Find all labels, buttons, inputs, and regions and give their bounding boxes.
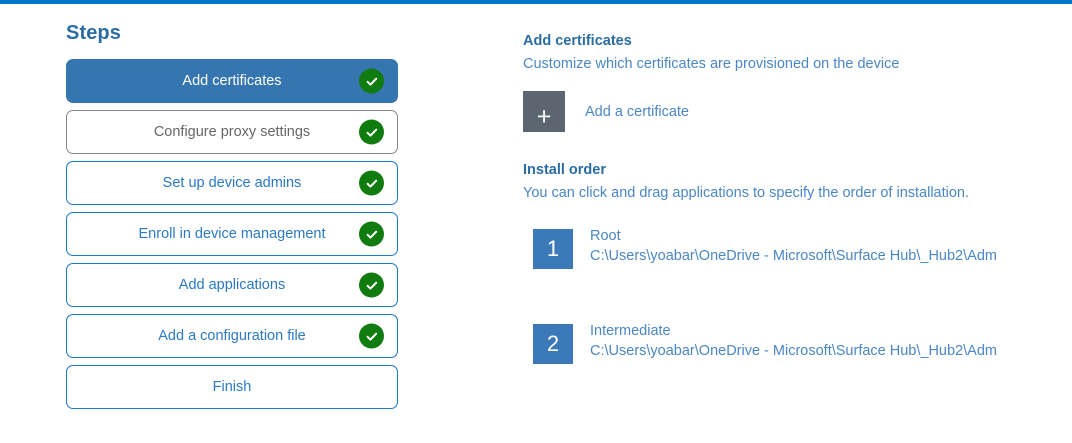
step-label: Set up device admins (162, 174, 302, 191)
check-circle-icon (359, 68, 384, 94)
install-order-subtext: You can click and drag applications to s… (523, 184, 970, 201)
check-circle-icon (359, 323, 384, 349)
step-label: Add applications (178, 276, 286, 293)
step-button-add-certificates[interactable]: Add certificates (66, 59, 398, 103)
check-circle-icon (359, 272, 384, 298)
step-button-set-up-device-admins[interactable]: Set up device admins (66, 161, 398, 205)
order-item-name: Root (590, 228, 621, 245)
step-label: Finish (212, 378, 252, 395)
add-a-certificate-button[interactable]: + Add a certificate (523, 91, 689, 133)
detail-panel: Add certificates Customize which certifi… (523, 32, 1043, 419)
check-circle-icon (359, 170, 384, 196)
install-order-section: Install order You can click and drag app… (523, 161, 1043, 365)
order-item-path: C:\Users\yoabar\OneDrive - Microsoft\Sur… (590, 248, 997, 265)
install-order-list: 1 Root C:\Users\yoabar\OneDrive - Micros… (523, 227, 1043, 365)
order-item-text: Root C:\Users\yoabar\OneDrive - Microsof… (590, 227, 997, 267)
install-order-heading: Install order (523, 162, 606, 179)
add-certificates-heading: Add certificates (523, 33, 632, 49)
steps-panel: Steps Add certificates Configure proxy s… (66, 22, 398, 416)
list-item[interactable]: 1 Root C:\Users\yoabar\OneDrive - Micros… (523, 227, 997, 270)
order-item-name: Intermediate (590, 323, 671, 340)
check-circle-icon (359, 119, 384, 145)
step-button-finish[interactable]: Finish (66, 365, 398, 409)
order-item-path: C:\Users\yoabar\OneDrive - Microsoft\Sur… (590, 343, 997, 360)
plus-icon[interactable]: + (523, 91, 565, 133)
add-a-certificate-label: Add a certificate (585, 103, 689, 120)
order-number-badge: 1 (533, 229, 573, 270)
step-label: Configure proxy settings (153, 123, 311, 140)
step-label: Add a configuration file (158, 327, 306, 344)
list-item[interactable]: 2 Intermediate C:\Users\yoabar\OneDrive … (523, 322, 997, 365)
steps-title: Steps (66, 22, 121, 44)
step-button-configure-proxy-settings[interactable]: Configure proxy settings (66, 110, 398, 154)
add-certificates-subtext: Customize which certificates are provisi… (523, 55, 900, 72)
step-button-add-a-configuration-file[interactable]: Add a configuration file (66, 314, 398, 358)
step-label: Add certificates (182, 72, 282, 89)
check-circle-icon (359, 221, 384, 247)
order-item-text: Intermediate C:\Users\yoabar\OneDrive - … (590, 322, 997, 362)
step-label: Enroll in device management (138, 225, 326, 242)
step-button-add-applications[interactable]: Add applications (66, 263, 398, 307)
step-button-enroll-in-device-management[interactable]: Enroll in device management (66, 212, 398, 256)
order-number-badge: 2 (533, 324, 573, 365)
top-accent-bar (0, 0, 1072, 4)
plus-glyph: + (536, 102, 552, 131)
